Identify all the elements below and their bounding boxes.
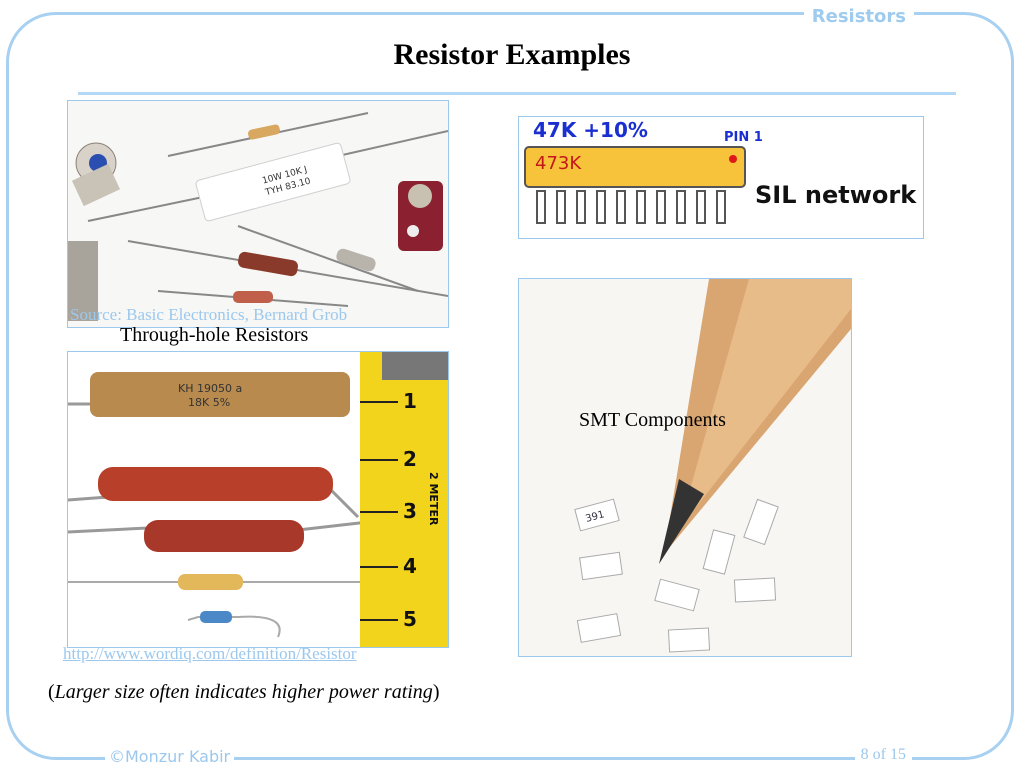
through-hole-caption: Through-hole Resistors bbox=[120, 324, 309, 346]
sil-value: 47K +10% bbox=[533, 118, 648, 142]
ruler-mark-2: 2 bbox=[403, 447, 417, 471]
smt-caption: SMT Components bbox=[579, 409, 726, 431]
smt-illustration: 391 bbox=[519, 279, 851, 656]
power-resistor-marking-2: 18K 5% bbox=[188, 396, 230, 409]
sil-network-image: 47K +10% PIN 1 473K SIL network bbox=[518, 116, 924, 239]
ruler-mark-3: 3 bbox=[403, 499, 417, 523]
sil-pin-label: PIN 1 bbox=[724, 130, 763, 145]
ruler-mark-4: 4 bbox=[403, 554, 417, 578]
ruler-label: 2 METER bbox=[427, 472, 440, 526]
source-link[interactable]: http://www.wordiq.com/definition/Resisto… bbox=[63, 644, 357, 663]
footer-author: ©Monzur Kabir bbox=[105, 747, 235, 766]
page-number: 8 of 15 bbox=[854, 746, 912, 764]
sil-label: SIL network bbox=[755, 181, 917, 209]
smt-photo: 391 bbox=[518, 278, 852, 657]
through-hole-source: Source: Basic Electronics, Bernard Grob bbox=[70, 305, 348, 324]
smt-chip-code: 391 bbox=[584, 509, 605, 525]
large-resistors-illustration: KH 19050 a 18K 5% 1 2 3 4 5 2 METER bbox=[68, 352, 448, 647]
power-resistor-marking: KH 19050 a bbox=[178, 382, 242, 395]
large-resistors-photo: KH 19050 a 18K 5% 1 2 3 4 5 2 METER bbox=[67, 351, 449, 648]
header-tag: Resistors bbox=[803, 6, 914, 27]
note-close-paren: ) bbox=[432, 681, 440, 703]
slide-frame bbox=[6, 12, 1014, 760]
title-divider bbox=[78, 92, 956, 95]
sil-code: 473K bbox=[535, 153, 582, 174]
size-note: (Larger size often indicates higher powe… bbox=[48, 681, 439, 704]
through-hole-illustration: 10W 10K J TYH 83.10 bbox=[68, 101, 448, 327]
ruler-mark-1: 1 bbox=[403, 389, 417, 413]
page-title: Resistor Examples bbox=[393, 38, 631, 71]
note-open-paren: ( bbox=[48, 681, 55, 703]
sil-network-illustration: 47K +10% PIN 1 473K SIL network bbox=[519, 117, 923, 238]
through-hole-photo: 10W 10K J TYH 83.10 bbox=[67, 100, 449, 328]
note-text: Larger size often indicates higher power… bbox=[54, 681, 433, 703]
ruler-mark-5: 5 bbox=[403, 607, 417, 631]
